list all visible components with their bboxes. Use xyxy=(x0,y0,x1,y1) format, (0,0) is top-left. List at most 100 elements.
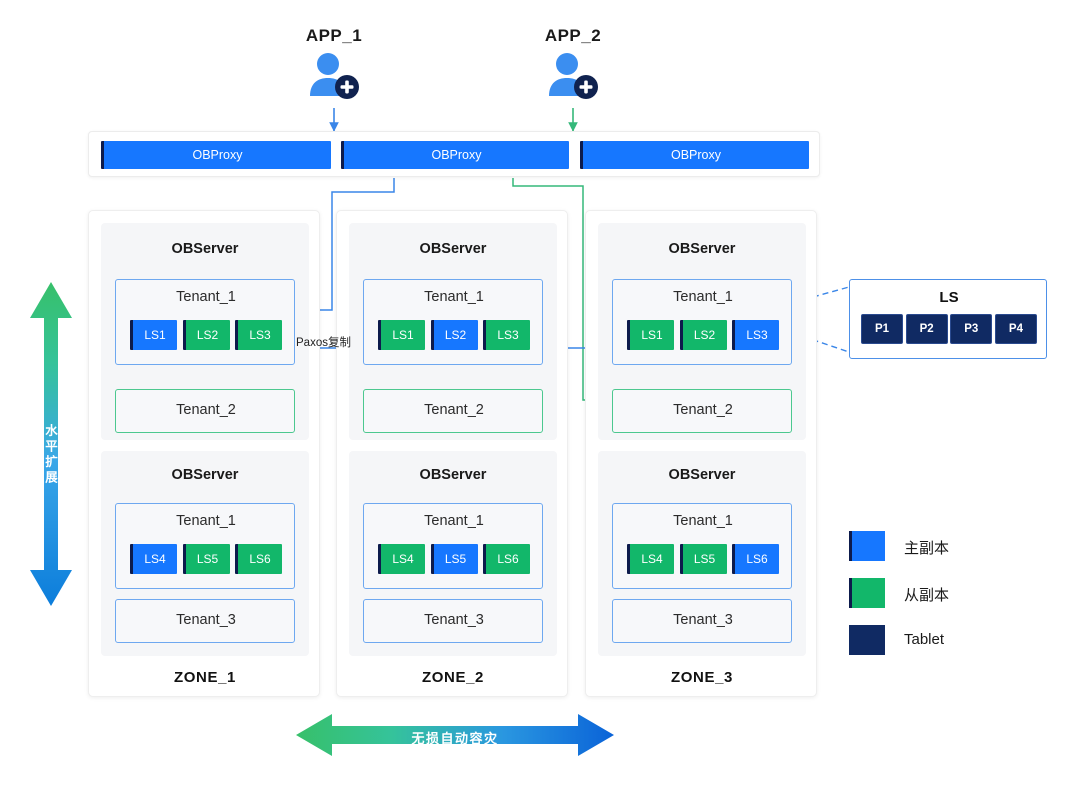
legend-label: Tablet xyxy=(904,631,945,648)
log-stream-unit[interactable]: LS2 xyxy=(430,320,478,350)
log-stream-unit[interactable]: LS2 xyxy=(679,320,727,350)
tablet-box[interactable]: P2 xyxy=(905,314,948,344)
tenant-title: Tenant_2 xyxy=(673,402,733,418)
log-stream-unit[interactable]: LS6 xyxy=(235,544,282,574)
observer-title: OBServer xyxy=(419,241,487,257)
log-stream-unit[interactable]: LS4 xyxy=(627,544,674,574)
app-label-1: APP_1 xyxy=(305,26,363,45)
ls-label: LS3 xyxy=(497,328,519,342)
ls-label: LS2 xyxy=(693,328,716,342)
tenant-box[interactable]: Tenant_1 LS1 LS2 LS3 xyxy=(115,279,295,365)
log-stream-row: LS1 LS2 LS3 xyxy=(627,320,779,350)
tenant-title: Tenant_2 xyxy=(176,402,236,418)
ls-label: LS1 xyxy=(392,328,414,342)
observer-title: OBServer xyxy=(171,241,239,257)
obproxy-node-2[interactable]: OBProxy xyxy=(341,141,569,169)
tenant-box[interactable]: Tenant_3 xyxy=(363,599,543,643)
observer-block: OBServer Tenant_1 LS1 LS2 LS3 Tenant_2 xyxy=(598,223,806,440)
ls-label: LS2 xyxy=(444,328,467,342)
disaster-recovery-label: 无损自动容灾 xyxy=(411,731,499,746)
ls-label: LS3 xyxy=(249,328,271,342)
log-stream-row: LS4 LS5 LS6 xyxy=(130,544,282,574)
log-stream-unit[interactable]: LS4 xyxy=(130,544,177,574)
zone-container-2: OBServer Tenant_1 LS1 LS2 LS3 Tenant_2 xyxy=(336,210,568,697)
tenant-box[interactable]: Tenant_1 LS4 LS5 LS6 xyxy=(612,503,792,589)
ls-label: LS5 xyxy=(444,552,467,566)
ls-label: LS6 xyxy=(746,552,768,566)
tablet-label: P2 xyxy=(919,323,934,335)
tenant-box[interactable]: Tenant_3 xyxy=(612,599,792,643)
log-stream-row: LS1 LS2 LS3 xyxy=(130,320,282,350)
tenant-title: Tenant_2 xyxy=(424,402,484,418)
tablet-box[interactable]: P1 xyxy=(861,314,903,344)
log-stream-unit[interactable]: LS6 xyxy=(732,544,779,574)
log-stream-unit[interactable]: LS2 xyxy=(182,320,230,350)
legend-swatch-primary xyxy=(849,531,885,561)
observer-block: OBServer Tenant_1 LS4 LS5 LS6 Tenant_3 xyxy=(349,451,557,656)
tablet-label: P4 xyxy=(1008,323,1023,335)
ls-detail-panel: LS P1 P2 P3 P4 xyxy=(849,279,1047,359)
tenant-title: Tenant_3 xyxy=(176,612,236,628)
obproxy-bar: OBProxy OBProxy OBProxy xyxy=(88,131,820,177)
log-stream-unit[interactable]: LS1 xyxy=(130,320,177,350)
zone-container-3: OBServer Tenant_1 LS1 LS2 LS3 Tenant_2 xyxy=(585,210,817,697)
user-plus-icon xyxy=(306,52,362,99)
observer-block: OBServer Tenant_1 LS4 LS5 LS6 Tenant_3 xyxy=(598,451,806,656)
legend-label: 主副本 xyxy=(904,540,950,557)
zone-label: ZONE_2 xyxy=(422,669,484,686)
tenant-title: Tenant_3 xyxy=(673,612,733,628)
tenant-box[interactable]: Tenant_2 xyxy=(612,389,792,433)
legend: 主副本 从副本 Tablet xyxy=(849,531,1049,661)
tenant-title: Tenant_1 xyxy=(176,289,236,305)
horizontal-scale-label: 水平扩展 xyxy=(43,424,57,486)
observer-title: OBServer xyxy=(668,467,736,483)
legend-item-tablet: Tablet xyxy=(849,625,1049,655)
log-stream-row: LS1 LS2 LS3 xyxy=(378,320,530,350)
log-stream-unit[interactable]: LS1 xyxy=(627,320,674,350)
obproxy-node-3[interactable]: OBProxy xyxy=(580,141,809,169)
tenant-box[interactable]: Tenant_2 xyxy=(363,389,543,433)
obproxy-label: OBProxy xyxy=(431,148,482,162)
legend-swatch-tablet xyxy=(849,625,885,655)
observer-title: OBServer xyxy=(171,467,239,483)
obproxy-node-1[interactable]: OBProxy xyxy=(101,141,331,169)
app-label-2: APP_2 xyxy=(544,26,602,45)
tenant-title: Tenant_1 xyxy=(673,513,733,529)
log-stream-unit[interactable]: LS6 xyxy=(483,544,530,574)
ls-label: LS1 xyxy=(641,328,663,342)
tenant-box[interactable]: Tenant_1 LS4 LS5 LS6 xyxy=(115,503,295,589)
zone-container-1: OBServer Tenant_1 LS1 LS2 LS3 Tenant_2 xyxy=(88,210,320,697)
tablet-box[interactable]: P4 xyxy=(994,314,1037,344)
tenant-title: Tenant_1 xyxy=(424,289,484,305)
tenant-title: Tenant_1 xyxy=(176,513,236,529)
tenant-box[interactable]: Tenant_1 LS1 LS2 LS3 xyxy=(612,279,792,365)
tenant-title: Tenant_1 xyxy=(673,289,733,305)
ls-label: LS4 xyxy=(392,552,414,566)
log-stream-unit[interactable]: LS5 xyxy=(430,544,478,574)
log-stream-unit[interactable]: LS3 xyxy=(732,320,779,350)
observer-block: OBServer Tenant_1 LS4 LS5 LS6 Tenant_3 xyxy=(101,451,309,656)
tenant-box[interactable]: Tenant_2 xyxy=(115,389,295,433)
log-stream-unit[interactable]: LS3 xyxy=(483,320,530,350)
legend-item-secondary: 从副本 xyxy=(849,578,1049,608)
observer-title: OBServer xyxy=(668,241,736,257)
tablet-box[interactable]: P3 xyxy=(950,314,993,344)
log-stream-unit[interactable]: LS1 xyxy=(378,320,425,350)
log-stream-unit[interactable]: LS5 xyxy=(679,544,727,574)
zone-label: ZONE_1 xyxy=(174,669,236,686)
observer-title: OBServer xyxy=(419,467,487,483)
log-stream-unit[interactable]: LS3 xyxy=(235,320,282,350)
tenant-title: Tenant_1 xyxy=(424,513,484,529)
user-plus-icon xyxy=(545,52,601,99)
tenant-box[interactable]: Tenant_3 xyxy=(115,599,295,643)
tenant-box[interactable]: Tenant_1 LS4 LS5 LS6 xyxy=(363,503,543,589)
ls-label: LS1 xyxy=(144,328,166,342)
tenant-box[interactable]: Tenant_1 LS1 LS2 LS3 xyxy=(363,279,543,365)
log-stream-row: LS4 LS5 LS6 xyxy=(378,544,530,574)
ls-label: LS4 xyxy=(641,552,663,566)
ls-detail-title: LS xyxy=(939,289,959,306)
zone-label: ZONE_3 xyxy=(671,669,733,686)
log-stream-unit[interactable]: LS4 xyxy=(378,544,425,574)
tenant-title: Tenant_3 xyxy=(424,612,484,628)
log-stream-unit[interactable]: LS5 xyxy=(182,544,230,574)
